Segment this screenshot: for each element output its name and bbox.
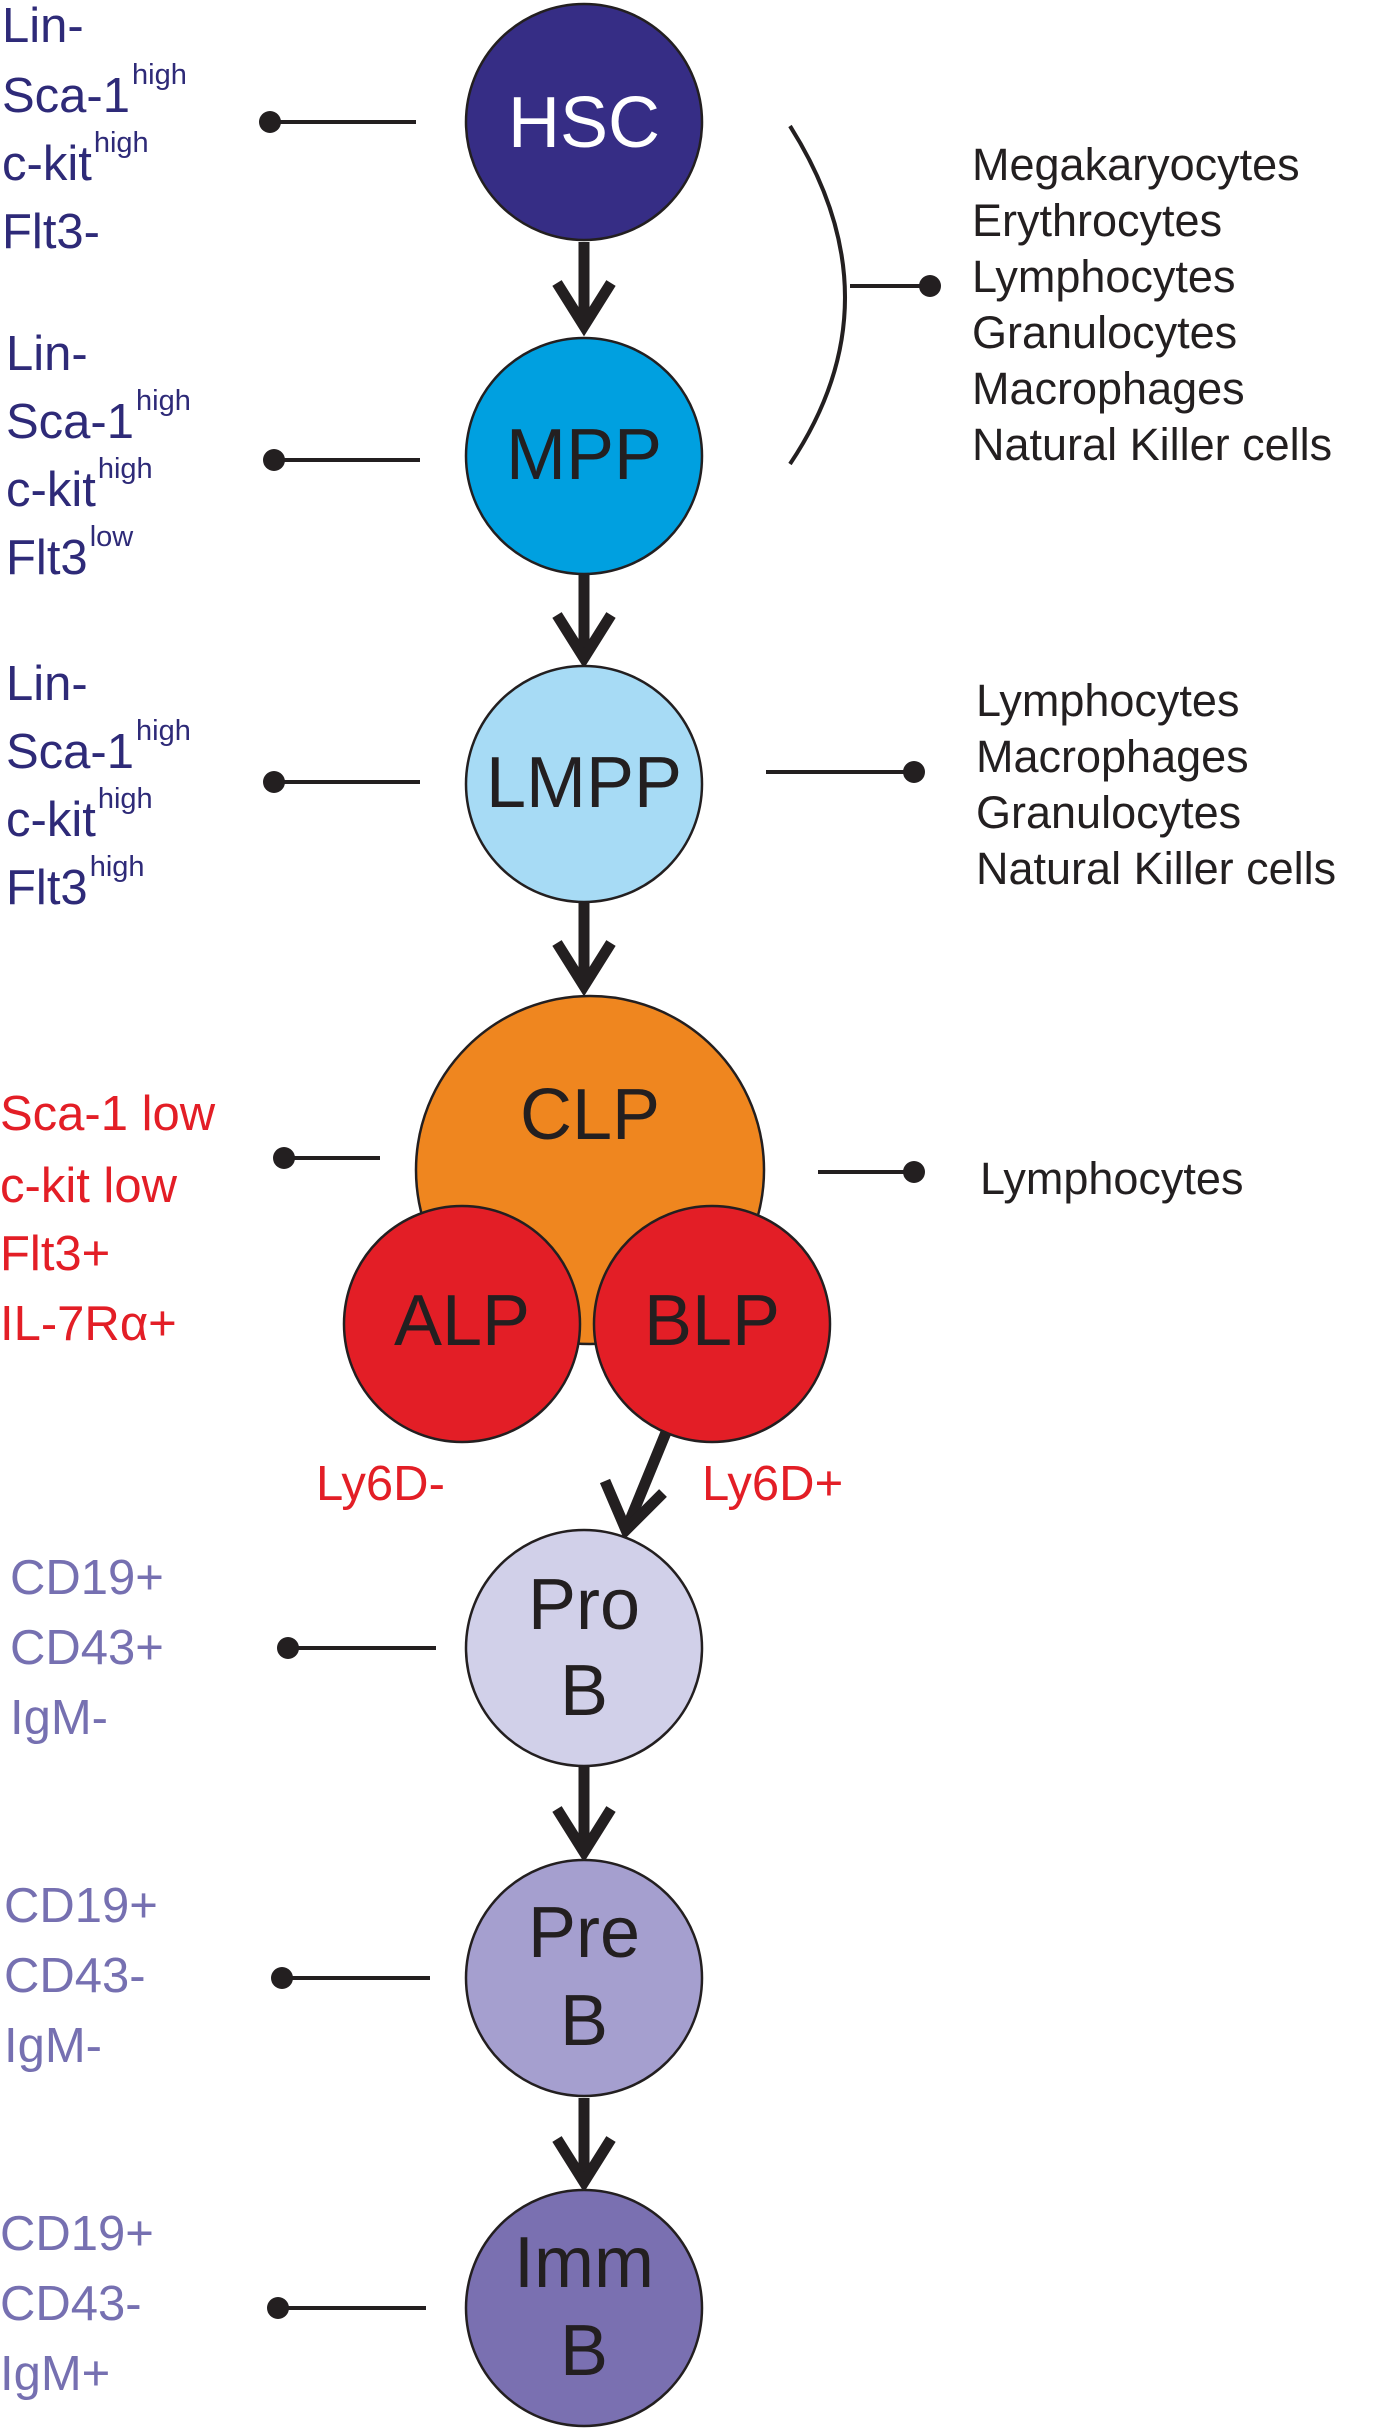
lmpp-circle — [464, 664, 704, 904]
pre-b-label-line2: B — [560, 1981, 608, 2061]
marker-imm-b-1: CD19+ — [0, 2207, 154, 2261]
marker-lmpp-4: Flt3high — [6, 851, 145, 915]
output-hsc-mpp-1: Megakaryocytes — [972, 139, 1300, 190]
clp-label: CLP — [520, 1075, 660, 1155]
pre-b-label-line1: Pre — [528, 1893, 640, 1973]
marker-lmpp-1: Lin- — [6, 657, 88, 711]
output-hsc-mpp-2: Erythrocytes — [972, 195, 1222, 246]
pro-b-label-line2: B — [560, 1651, 608, 1731]
imm-b-label-line2: B — [560, 2311, 608, 2391]
arrow-pro-b-to-pre-b — [552, 1766, 616, 1863]
node-mpp: MPP — [464, 336, 704, 576]
marker-clp-4: IL-7Rα+ — [0, 1297, 177, 1351]
marker-imm-b-2: CD43- — [0, 2277, 142, 2331]
marker-pro-b-3: IgM- — [10, 1691, 108, 1745]
arrow-blp-to-pro-b — [599, 1427, 673, 1540]
output-hsc-mpp-5: Macrophages — [972, 363, 1245, 414]
connector-hsc-markers — [259, 111, 416, 133]
marker-clp-3: Flt3+ — [0, 1227, 110, 1281]
node-imm-b: Imm B — [464, 2188, 704, 2428]
marker-imm-b-3: IgM+ — [0, 2347, 110, 2401]
connector-imm-b-markers — [267, 2297, 426, 2319]
markers-pro-b: CD19+ CD43+ IgM- — [10, 1551, 164, 1745]
output-lmpp-4: Natural Killer cells — [976, 843, 1336, 894]
marker-pre-b-1: CD19+ — [4, 1879, 158, 1933]
node-hsc: HSC — [464, 2, 704, 242]
markers-clp: Sca-1 low c-kit low Flt3+ IL-7Rα+ — [0, 1087, 216, 1351]
output-hsc-mpp-3: Lymphocytes — [972, 251, 1235, 302]
outputs-clp: Lymphocytes — [980, 1153, 1243, 1204]
pro-b-label-line1: Pro — [528, 1565, 640, 1645]
output-clp-1: Lymphocytes — [980, 1153, 1243, 1204]
outputs-lmpp: Lymphocytes Macrophages Granulocytes Nat… — [976, 675, 1336, 894]
node-alp: ALP — [342, 1204, 582, 1444]
mpp-label: MPP — [506, 415, 662, 495]
output-lmpp-2: Macrophages — [976, 731, 1249, 782]
markers-imm-b: CD19+ CD43- IgM+ — [0, 2207, 154, 2401]
ly6d-plus-label: Ly6D+ — [702, 1457, 843, 1511]
outputs-hsc-mpp: Megakaryocytes Erythrocytes Lymphocytes … — [972, 139, 1332, 470]
marker-mpp-1: Lin- — [6, 327, 88, 381]
connector-lmpp-outputs — [766, 761, 925, 783]
right-connectors — [766, 124, 941, 1183]
bracket-hsc-mpp-outputs — [788, 124, 941, 466]
lmpp-label: LMPP — [486, 743, 682, 823]
alp-circle — [342, 1204, 582, 1444]
arrow-hsc-to-mpp — [552, 242, 616, 337]
mpp-circle — [464, 336, 704, 576]
ly6d-minus-label: Ly6D- — [316, 1457, 445, 1511]
marker-clp-1: Sca-1 low — [0, 1087, 216, 1141]
output-lmpp-3: Granulocytes — [976, 787, 1241, 838]
hsc-circle — [464, 2, 704, 242]
connector-clp-outputs — [818, 1161, 925, 1183]
alp-label: ALP — [394, 1281, 530, 1361]
marker-hsc-4: Flt3- — [2, 205, 100, 259]
marker-pro-b-2: CD43+ — [10, 1621, 164, 1675]
marker-lmpp-3: c-kithigh — [6, 783, 153, 847]
connector-clp-markers — [273, 1147, 380, 1169]
connector-pre-b-markers — [271, 1967, 430, 1989]
hsc-label: HSC — [508, 83, 660, 163]
left-connectors — [259, 111, 436, 2319]
marker-mpp-2: Sca-1high — [6, 385, 191, 449]
arrow-pre-b-to-imm-b — [552, 2098, 616, 2193]
lineage-arrows — [552, 242, 673, 2193]
connector-mpp-markers — [263, 449, 420, 471]
marker-mpp-4: Flt3low — [6, 521, 134, 585]
pro-b-circle — [464, 1528, 704, 1768]
markers-hsc: Lin- Sca-1high c-kithigh Flt3- — [2, 0, 187, 259]
node-pre-b: Pre B — [464, 1858, 704, 2098]
connector-pro-b-markers — [277, 1637, 436, 1659]
node-blp: BLP — [592, 1204, 832, 1444]
marker-clp-2: c-kit low — [0, 1159, 178, 1213]
imm-b-circle — [464, 2188, 704, 2428]
node-pro-b: Pro B — [464, 1528, 704, 1768]
node-lmpp: LMPP — [464, 664, 704, 904]
marker-hsc-1: Lin- — [2, 0, 84, 53]
marker-lmpp-2: Sca-1high — [6, 715, 191, 779]
pre-b-circle — [464, 1858, 704, 2098]
marker-pre-b-3: IgM- — [4, 2019, 102, 2073]
blp-label: BLP — [644, 1281, 780, 1361]
output-hsc-mpp-6: Natural Killer cells — [972, 419, 1332, 470]
connector-lmpp-markers — [263, 771, 420, 793]
marker-mpp-3: c-kithigh — [6, 453, 153, 517]
marker-hsc-3: c-kithigh — [2, 127, 149, 191]
blp-circle — [592, 1204, 832, 1444]
markers-pre-b: CD19+ CD43- IgM- — [4, 1879, 158, 2073]
output-lmpp-1: Lymphocytes — [976, 675, 1239, 726]
marker-pro-b-1: CD19+ — [10, 1551, 164, 1605]
markers-mpp: Lin- Sca-1high c-kithigh Flt3low — [6, 327, 191, 585]
markers-lmpp: Lin- Sca-1high c-kithigh Flt3high — [6, 657, 191, 915]
marker-hsc-2: Sca-1high — [2, 59, 187, 123]
output-hsc-mpp-4: Granulocytes — [972, 307, 1237, 358]
imm-b-label-line1: Imm — [514, 2223, 654, 2303]
arrow-lmpp-to-clp — [552, 902, 616, 997]
arrow-mpp-to-lmpp — [552, 574, 616, 669]
marker-pre-b-2: CD43- — [4, 1949, 146, 2003]
